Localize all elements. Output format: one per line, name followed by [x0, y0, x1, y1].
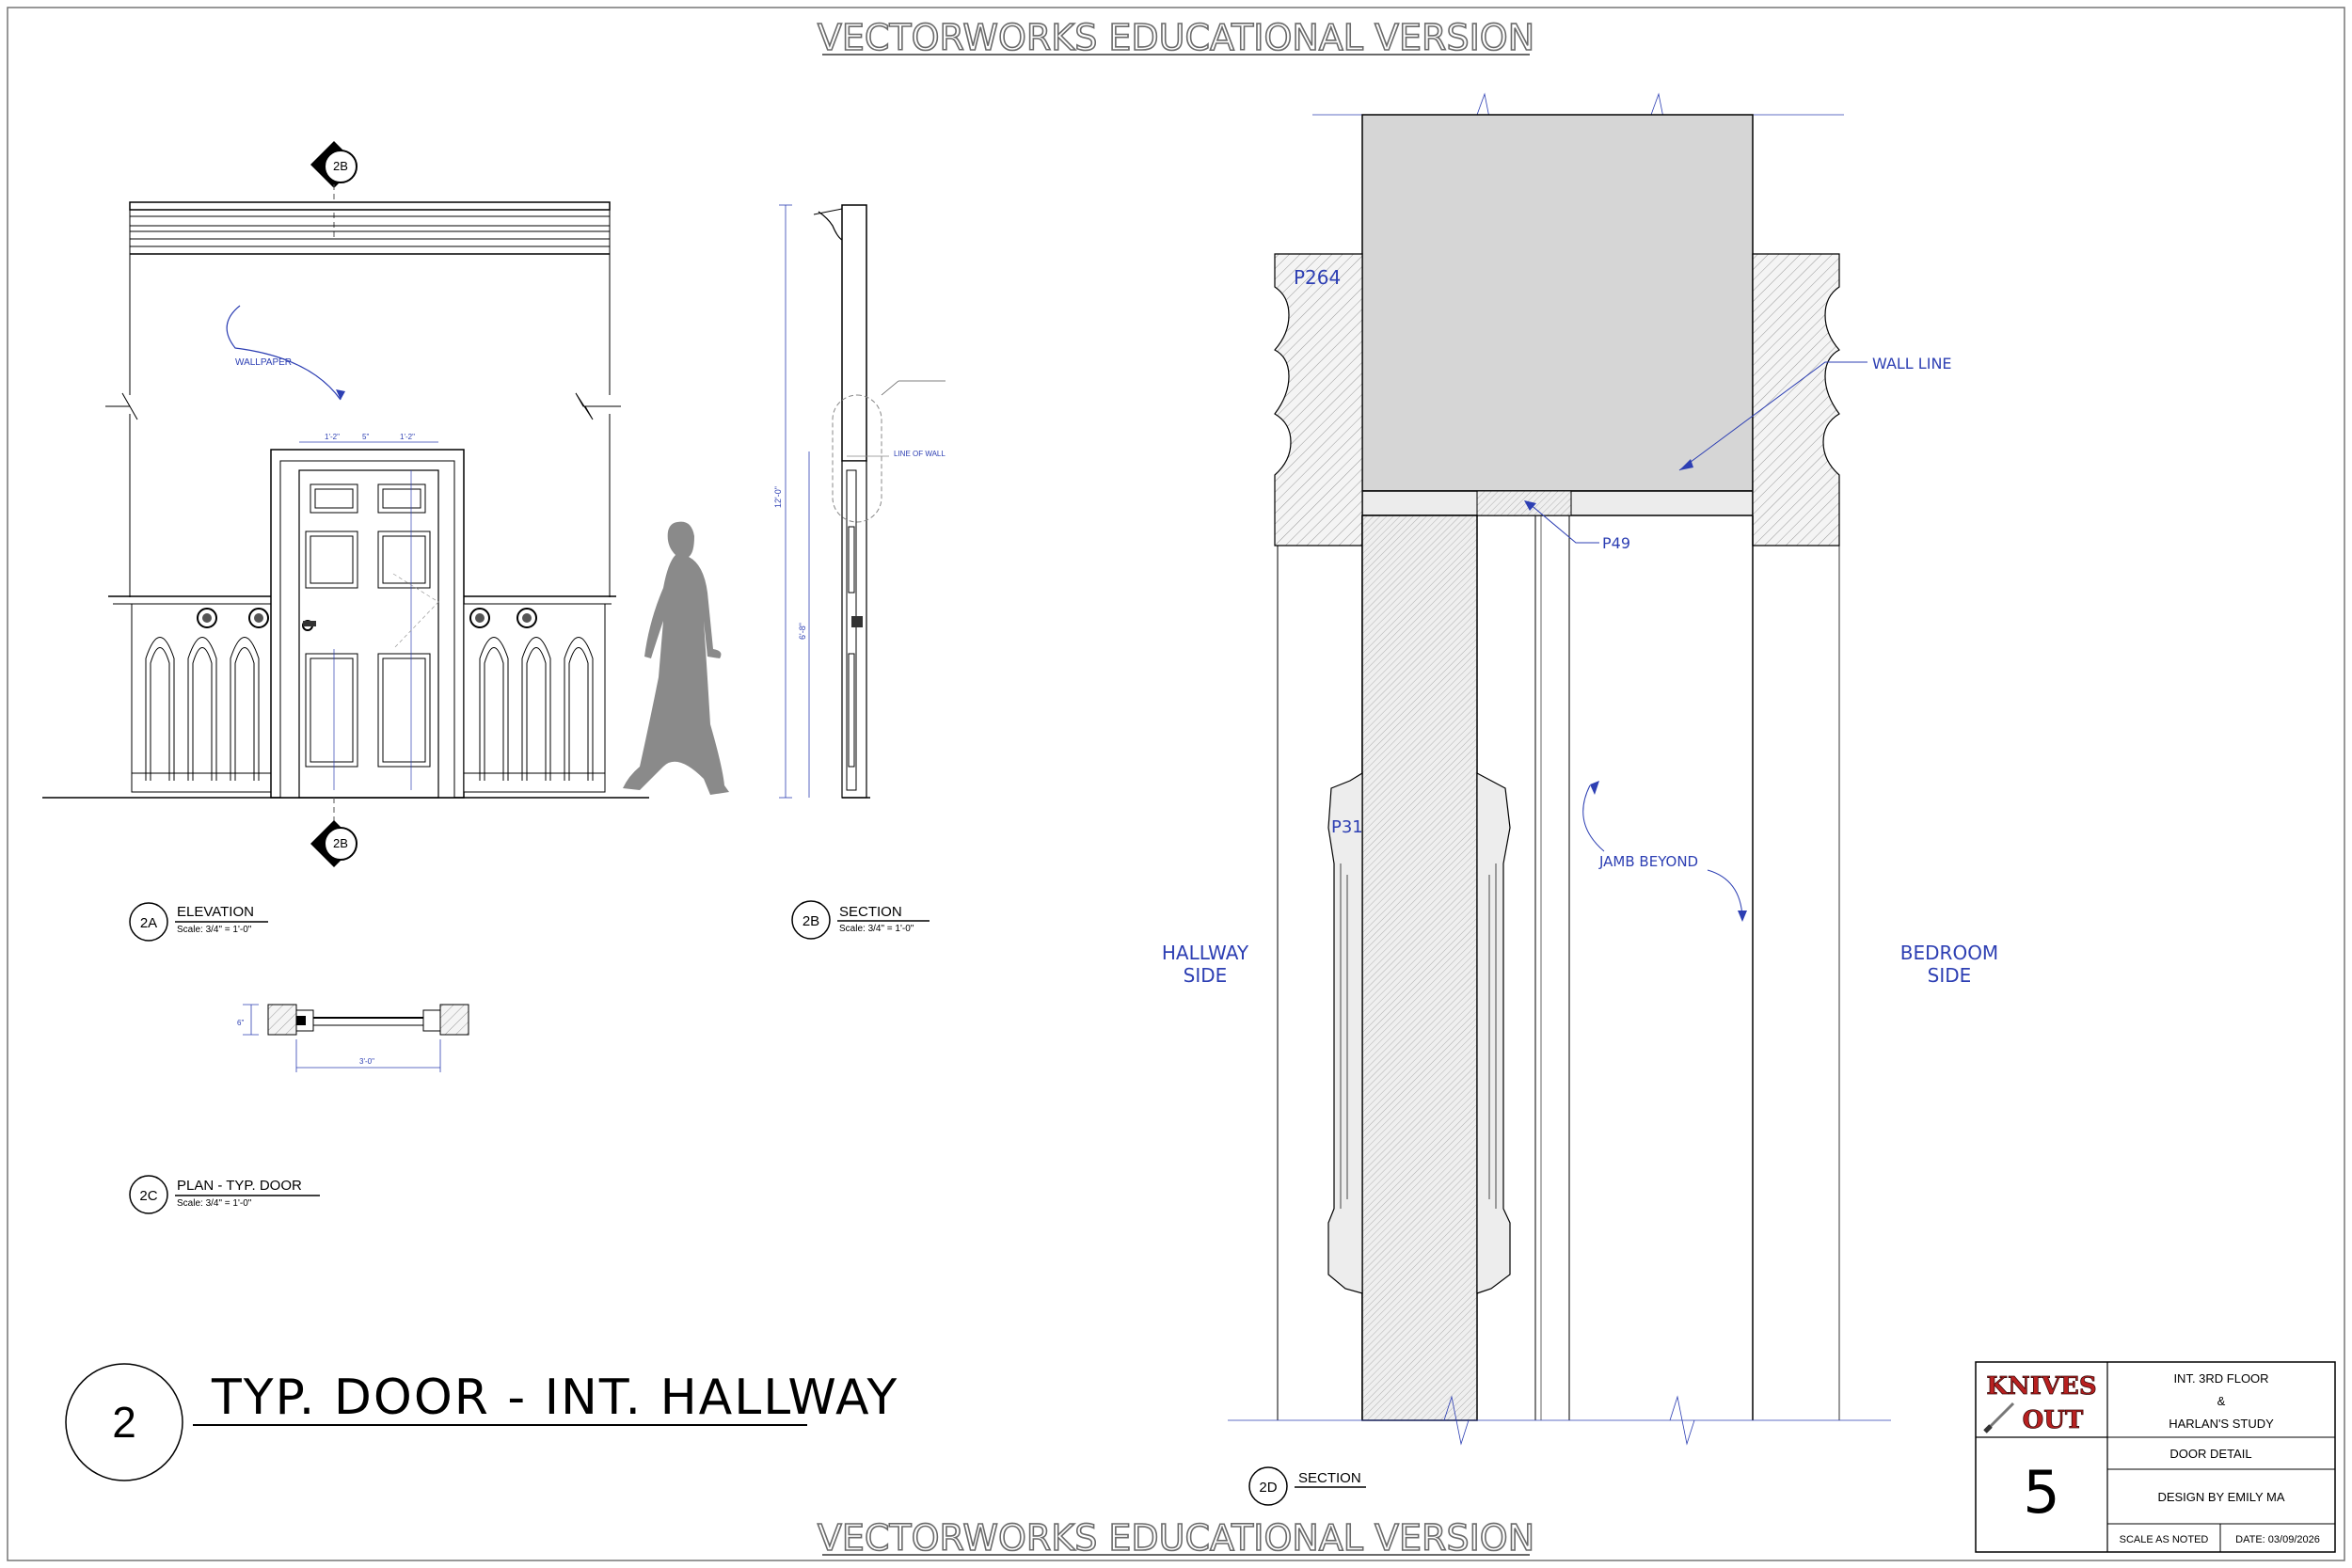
- sheet-title: 2 TYP. DOOR - INT. HALLWAY: [65, 1363, 898, 1481]
- svg-text:2B: 2B: [333, 159, 348, 173]
- hallway-side-note-2: SIDE: [1184, 964, 1228, 987]
- casing-right: [1752, 253, 1840, 546]
- svg-text:Scale: 3/4" = 1'-0": Scale: 3/4" = 1'-0": [177, 925, 252, 935]
- svg-text:2C: 2C: [139, 1188, 157, 1204]
- svg-text:Scale: 3/4" = 1'-0": Scale: 3/4" = 1'-0": [177, 1198, 252, 1209]
- gothic-panels-right: [463, 603, 606, 793]
- svg-text:ELEVATION: ELEVATION: [177, 904, 254, 920]
- sheet-number: 5: [2023, 1458, 2059, 1527]
- tb-date: DATE: 03/09/2026: [2235, 1534, 2320, 1545]
- line-of-wall-note: LINE OF WALL: [894, 450, 946, 458]
- svg-text:OUT: OUT: [2023, 1406, 2084, 1434]
- scale-figure: [623, 521, 729, 795]
- p31-note: P31: [1331, 817, 1363, 837]
- section-marker-bottom: 2B: [310, 798, 358, 867]
- bedroom-side-note-1: BEDROOM: [1900, 942, 1998, 964]
- tb-location-2: &: [2217, 1394, 2226, 1408]
- watermark-bottom: VECTORWORKS EDUCATIONAL VERSION: [818, 1517, 1534, 1559]
- door-elevation: 1'-2" 5" 1'-2": [270, 433, 465, 799]
- p49-note: P49: [1602, 534, 1630, 552]
- svg-text:2B: 2B: [803, 913, 819, 929]
- label-section-2d: 2D SECTION: [1248, 1466, 1366, 1506]
- svg-text:2B: 2B: [333, 836, 348, 850]
- section-2b-drawing: 12'-0" 6'-8" LINE OF WALL: [773, 204, 946, 799]
- svg-text:PLAN - TYP. DOOR: PLAN - TYP. DOOR: [177, 1178, 302, 1194]
- svg-text:1'-2": 1'-2": [400, 433, 415, 441]
- svg-text:SECTION: SECTION: [839, 904, 902, 920]
- label-elevation-2a: 2A ELEVATION Scale: 3/4" = 1'-0": [129, 902, 268, 942]
- wallpaper-note: WALLPAPER: [235, 357, 292, 368]
- svg-text:12'-0": 12'-0": [773, 486, 783, 508]
- svg-text:5": 5": [362, 433, 369, 441]
- sheet-title-text: TYP. DOOR - INT. HALLWAY: [211, 1370, 898, 1426]
- svg-text:2A: 2A: [140, 915, 157, 931]
- jamb-column: [1361, 515, 1478, 1421]
- tb-sheet-name: DOOR DETAIL: [2169, 1447, 2251, 1461]
- watermark-top: VECTORWORKS EDUCATIONAL VERSION: [818, 17, 1534, 58]
- plinth-profile: [1327, 771, 1363, 1294]
- knives-out-logo: KNIVES OUT: [1983, 1372, 2097, 1434]
- plan-drawing: 6" 3'-0": [237, 1004, 469, 1072]
- gothic-panels-left: [131, 603, 274, 793]
- svg-text:SECTION: SECTION: [1298, 1470, 1361, 1486]
- wall-block: [1361, 114, 1754, 492]
- tb-location-3: HARLAN'S STUDY: [2169, 1417, 2274, 1431]
- svg-text:2D: 2D: [1259, 1480, 1277, 1496]
- svg-text:6": 6": [237, 1019, 244, 1027]
- section-2d-drawing: P264 WALL LINE P49 P31 JAMB BEYOND HALLW…: [1162, 92, 1998, 1446]
- svg-text:6'-8": 6'-8": [798, 623, 807, 640]
- jamb-beyond-note: JAMB BEYOND: [1598, 853, 1698, 870]
- casing-left: [1274, 253, 1363, 546]
- svg-text:3'-0": 3'-0": [359, 1057, 374, 1066]
- wall-line-note: WALL LINE: [1872, 355, 1952, 372]
- title-block: KNIVES OUT 5 INT. 3RD FLOOR & HARLAN'S S…: [1975, 1361, 2336, 1553]
- label-plan-2c: 2C PLAN - TYP. DOOR Scale: 3/4" = 1'-0": [129, 1175, 320, 1214]
- p264-note: P264: [1294, 266, 1341, 289]
- svg-text:KNIVES: KNIVES: [1986, 1372, 2096, 1401]
- svg-text:2: 2: [112, 1398, 136, 1447]
- svg-text:1'-2": 1'-2": [325, 433, 340, 441]
- label-section-2b: 2B SECTION Scale: 3/4" = 1'-0": [791, 900, 930, 940]
- sheet-border: [7, 7, 2345, 1561]
- tb-location-1: INT. 3RD FLOOR: [2173, 1371, 2268, 1386]
- tb-scale: SCALE AS NOTED: [2120, 1534, 2209, 1545]
- hallway-side-note-1: HALLWAY: [1162, 942, 1249, 964]
- section-marker-top: 2B: [310, 141, 358, 240]
- bedroom-side-note-2: SIDE: [1928, 964, 1972, 987]
- svg-text:Scale: 3/4" = 1'-0": Scale: 3/4" = 1'-0": [839, 924, 914, 934]
- tb-designer: DESIGN BY EMILY MA: [2157, 1490, 2284, 1504]
- elevation-drawing: 2B WALLPAPER: [42, 141, 729, 867]
